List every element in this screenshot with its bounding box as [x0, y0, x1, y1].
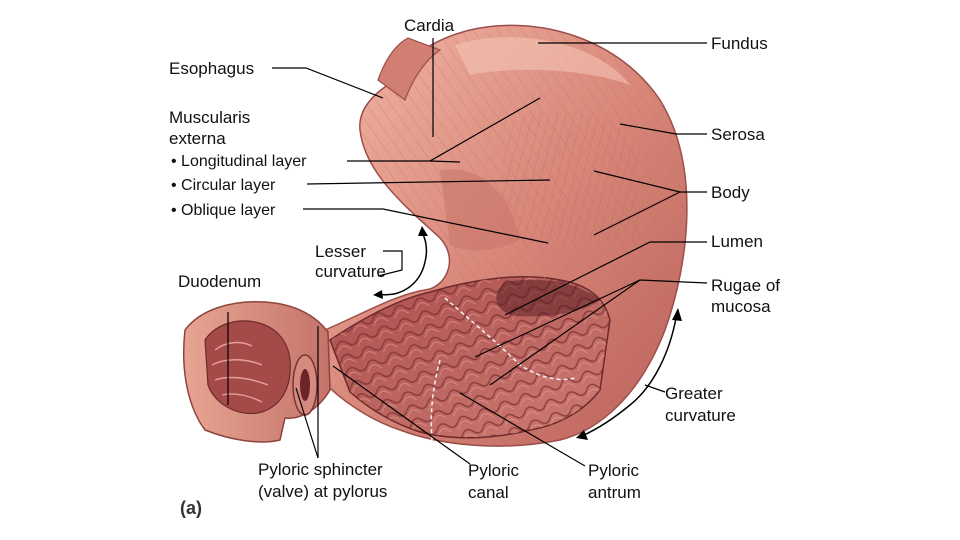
label-cardia: Cardia	[404, 16, 455, 35]
duodenum	[182, 301, 331, 443]
label-muscularis-line2: externa	[169, 129, 226, 148]
serosa-leader	[619, 123, 707, 135]
label-oblique-layer: • Oblique layer	[171, 202, 276, 219]
label-fundus: Fundus	[711, 34, 768, 53]
esophagus-leader	[272, 67, 384, 99]
pyloric-antrum-leader	[459, 392, 586, 467]
oblique-leader	[303, 208, 549, 244]
label-muscularis-line1: Muscularis	[169, 108, 251, 127]
pyloric-canal-leader	[332, 365, 471, 465]
circular-leader	[306, 179, 551, 185]
label-pyloric-antrum-line1: Pyloric	[588, 461, 640, 480]
label-pyloric-canal-line1: Pyloric	[468, 461, 520, 480]
label-greater-curvature-line2: curvature	[665, 406, 736, 425]
greater-curvature-arrow	[576, 308, 682, 440]
label-rugae-line1: Rugae of	[711, 276, 780, 295]
label-pyloric-canal-line2: canal	[468, 483, 509, 502]
label-lesser-curvature-line2: curvature	[315, 262, 386, 281]
label-lumen: Lumen	[711, 232, 763, 251]
label-pyloric-sphincter-line2: (valve) at pylorus	[258, 482, 388, 501]
label-greater-curvature-line1: Greater	[665, 384, 723, 403]
stomach-interior-mucosa	[329, 276, 611, 441]
greater-curvature-leader	[644, 384, 666, 393]
label-lesser-curvature-line1: Lesser	[315, 242, 367, 261]
label-pyloric-antrum-line2: antrum	[588, 483, 641, 502]
label-circular-layer: • Circular layer	[171, 177, 276, 194]
pyloric-sphincter-leader-1	[295, 387, 319, 459]
label-duodenum: Duodenum	[178, 272, 262, 291]
panel-label: (a)	[180, 498, 202, 518]
label-rugae-line2: mucosa	[711, 297, 771, 316]
label-body: Body	[711, 183, 750, 202]
lesser-curvature-leader	[377, 250, 403, 277]
body-leader-2	[593, 191, 681, 236]
leader-lines	[227, 38, 708, 467]
lumen-leader	[504, 241, 707, 316]
label-pyloric-sphincter-line1: Pyloric sphincter	[258, 460, 383, 479]
label-serosa: Serosa	[711, 125, 765, 144]
label-esophagus: Esophagus	[169, 59, 255, 78]
label-longitudinal-layer: • Longitudinal layer	[171, 153, 307, 170]
longitudinal-leader-b	[429, 160, 461, 163]
lesser-curvature-arrow	[373, 226, 428, 299]
rugae-leader-2	[489, 279, 641, 386]
